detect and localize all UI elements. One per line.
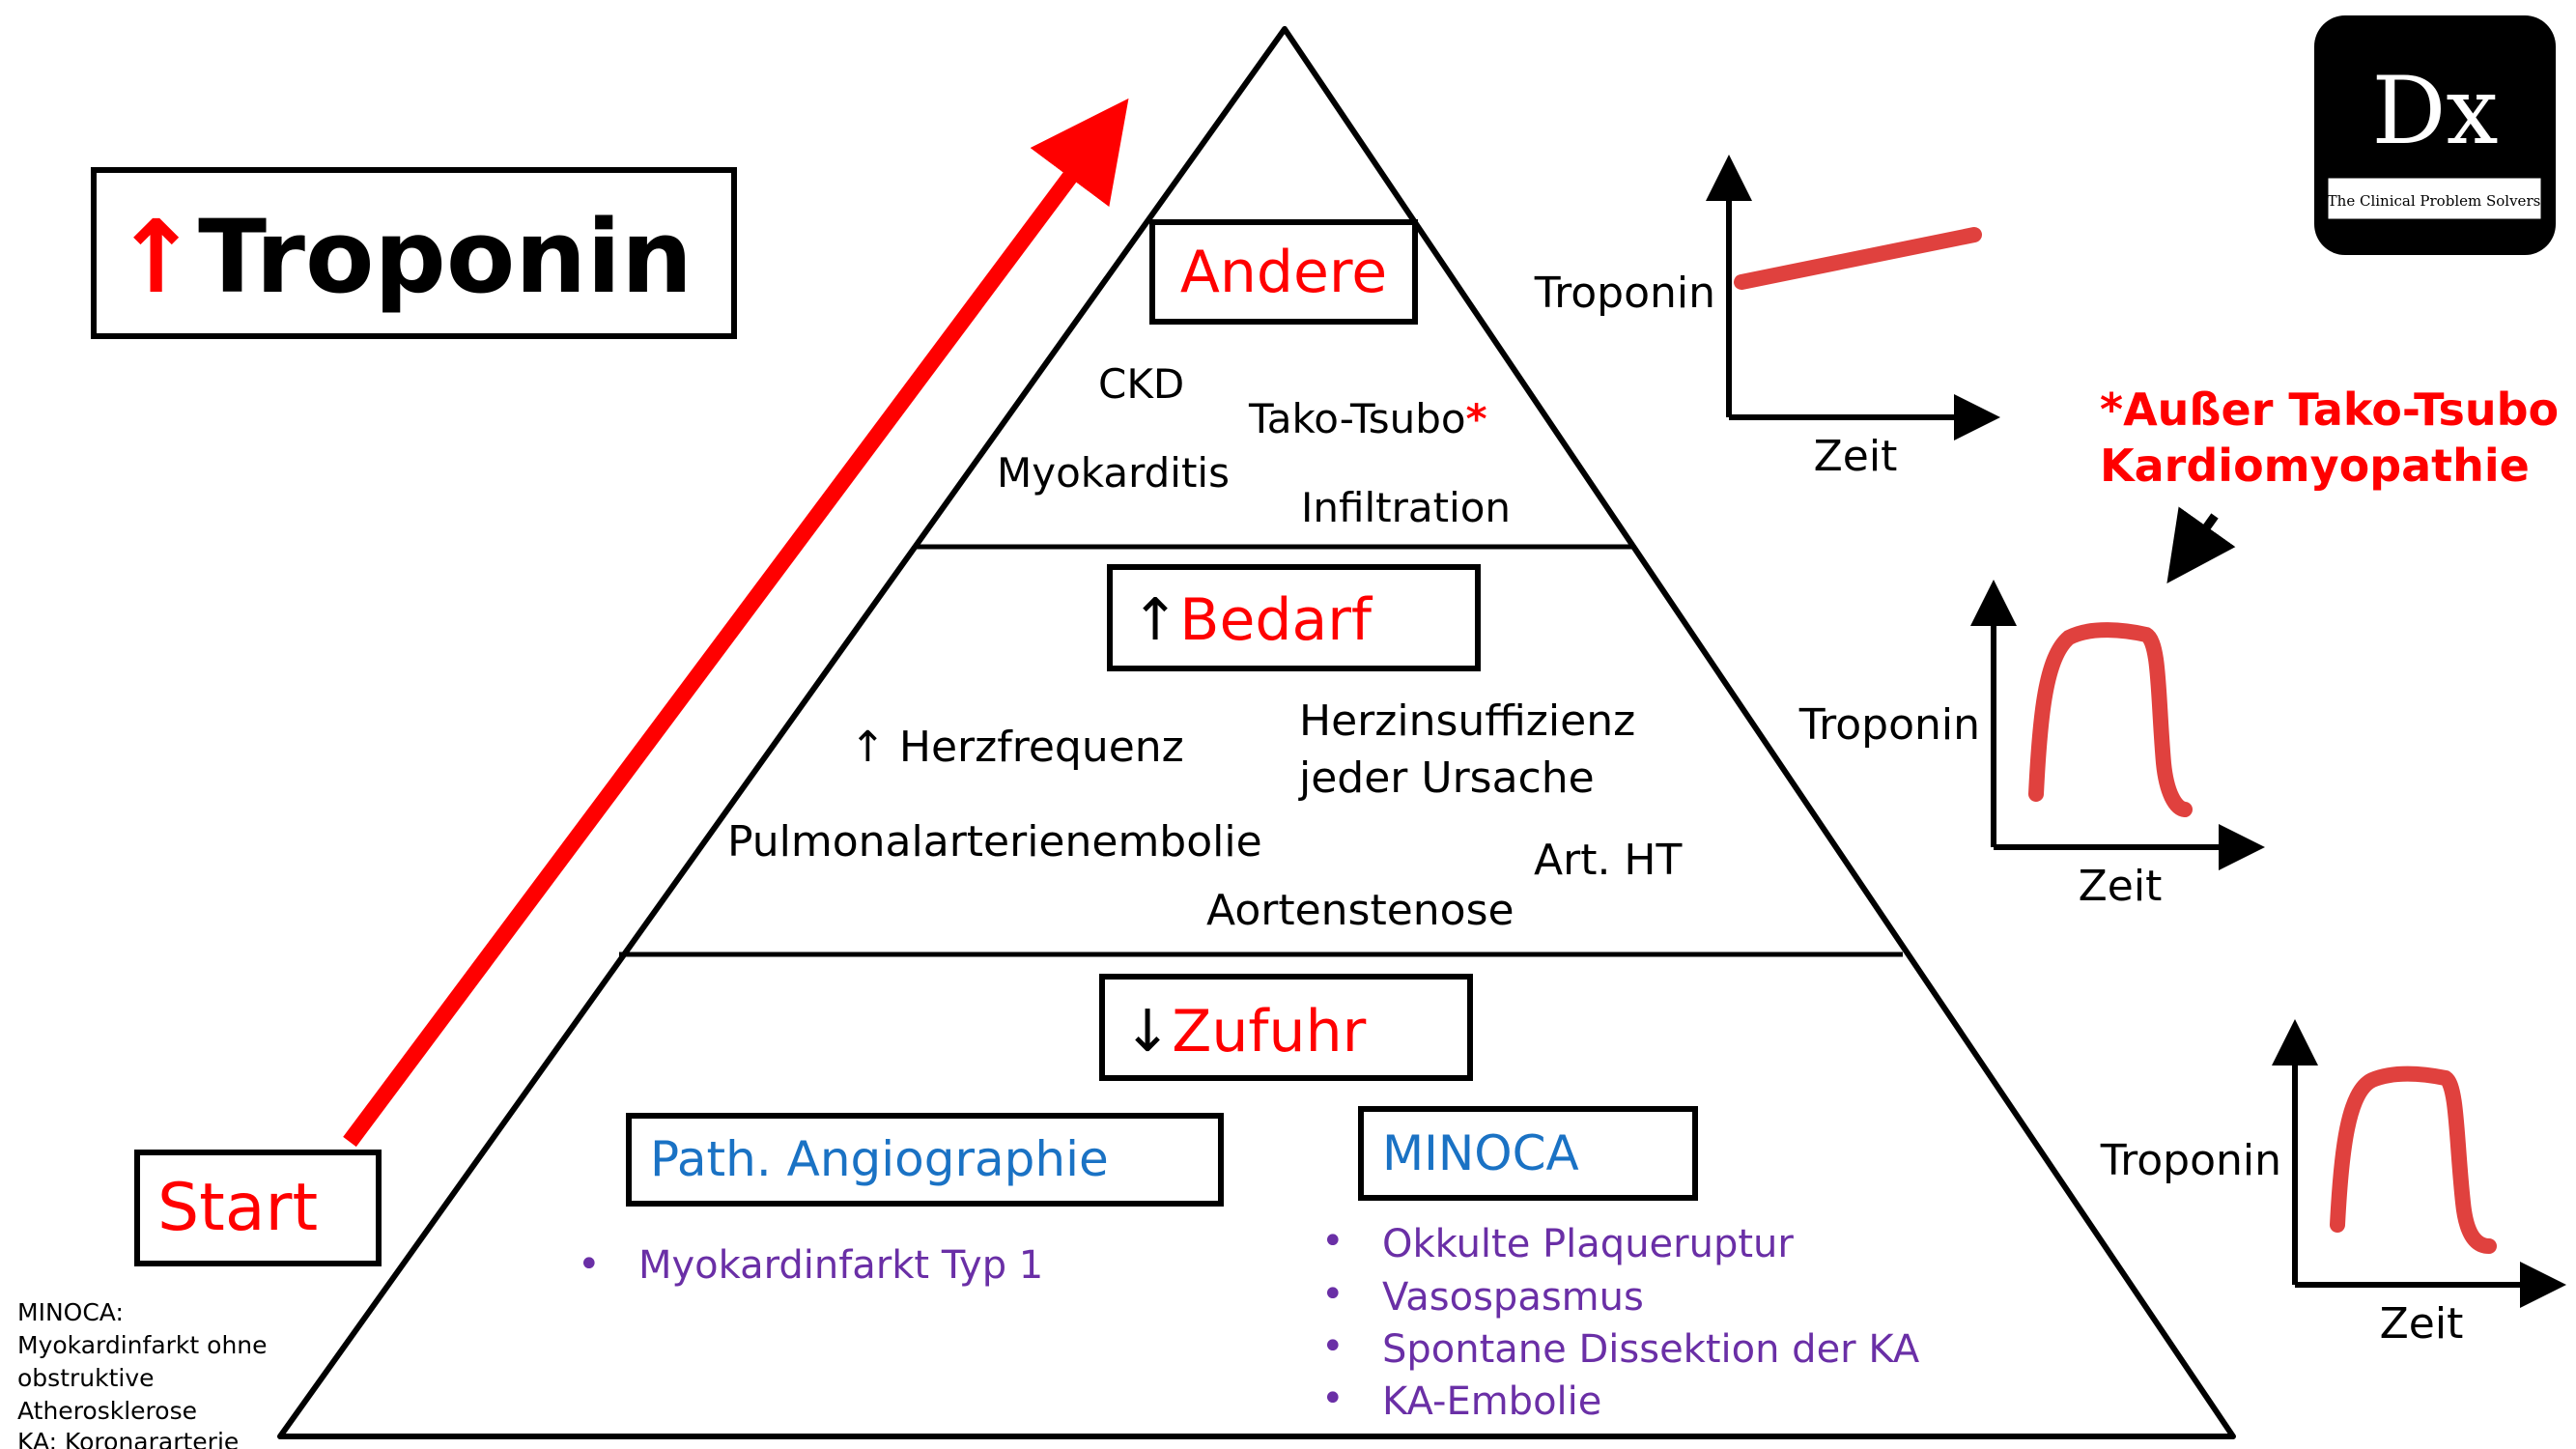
item-myokardinfarkt-typ-1: Myokardinfarkt Typ 1 <box>638 1243 1043 1288</box>
start-box: Start <box>134 1150 382 1266</box>
troponin-peak-curve <box>2330 1065 2497 1254</box>
svg-text:Tako-Tsubo*: Tako-Tsubo* <box>1248 395 1487 442</box>
svg-text:↑Herzfrequenz: ↑ Herzfrequenz <box>850 723 1184 772</box>
footnote-line: KA: Koronararterie <box>17 1428 239 1449</box>
bedarf-arrow: ↑ <box>1131 586 1179 654</box>
exception-arrow <box>2166 506 2236 584</box>
footnote-line: Myokardinfarkt ohne <box>17 1331 268 1359</box>
item-herzfrequenz: Herzfrequenz <box>899 723 1184 772</box>
start-label: Start <box>157 1170 318 1246</box>
curve-ylabel: Troponin <box>2100 1136 2281 1185</box>
item-infiltration: Infiltration <box>1301 484 1511 531</box>
item-art-ht: Art. HT <box>1534 836 1683 885</box>
tier-header-bedarf: Bedarf <box>1179 586 1373 654</box>
item-tako-tsubo: Tako-Tsubo <box>1248 395 1466 442</box>
item-myokarditis: Myokarditis <box>997 449 1230 497</box>
box-path-angiographie: Path. Angiographie <box>650 1131 1109 1187</box>
bullet: • <box>1321 1324 1345 1369</box>
footnote-line: obstruktive <box>17 1364 155 1392</box>
bullet: • <box>1321 1219 1345 1264</box>
progression-arrow <box>343 98 1129 1148</box>
exception-star: * <box>2100 384 2123 436</box>
item-lungenembolie: Pulmonalarterienembolie <box>727 817 1262 867</box>
tier-header-zufuhr: Zufuhr <box>1172 998 1366 1065</box>
bullet: • <box>578 1242 601 1287</box>
herzfrequenz-arrow: ↑ <box>850 723 886 772</box>
exception-line-1: Außer Tako-Tsubo <box>2123 384 2559 436</box>
pyramid <box>277 26 2236 1439</box>
item-ckd: CKD <box>1098 360 1184 408</box>
box-minoca: MINOCA <box>1382 1125 1579 1181</box>
tier-zufuhr: ↓Zufuhr Path. Angiographie • Myokardinfa… <box>578 974 1920 1424</box>
tier-bedarf: ↑Bedarf ↑Herzfrequenz Herzinsuffizienz j… <box>727 564 1683 935</box>
item-okkulte-plaqueruptur: Okkulte Plaqueruptur <box>1382 1222 1794 1266</box>
curve-xlabel: Zeit <box>1814 432 1898 481</box>
bullet: • <box>1321 1272 1345 1317</box>
zufuhr-arrow: ↓ <box>1123 998 1172 1065</box>
tier-andere: Andere CKD Tako-Tsubo* Myokarditis Infil… <box>997 219 1511 531</box>
logo-mark: Dx <box>2371 57 2498 165</box>
item-tako-star: * <box>1466 395 1487 442</box>
item-herzinsuffizienz: Herzinsuffizienz <box>1299 696 1635 746</box>
footnote-line: Atherosklerose <box>17 1397 197 1425</box>
logo: Dx The Clinical Problem Solvers <box>2314 15 2556 255</box>
svg-text:↑Bedarf: ↑Bedarf <box>1131 586 1373 654</box>
title-text: Troponin <box>198 198 693 316</box>
curve-ylabel: Troponin <box>1534 269 1715 318</box>
curve-xlabel: Zeit <box>2079 862 2163 911</box>
troponin-line-flat <box>1734 227 1982 290</box>
exception-line-2: Kardiomyopathie <box>2100 440 2530 492</box>
troponin-curve-bedarf: Troponin Zeit <box>1798 580 2265 911</box>
svg-text:↑Troponin: ↑Troponin <box>114 198 693 316</box>
item-vasospasmus: Vasospasmus <box>1382 1275 1644 1320</box>
footnote-line: MINOCA: <box>17 1298 124 1326</box>
item-ka-embolie: KA-Embolie <box>1382 1379 1601 1424</box>
troponin-curve-andere: Troponin Zeit <box>1534 155 2000 481</box>
bullet: • <box>1321 1377 1345 1421</box>
title-arrow: ↑ <box>114 198 198 316</box>
curve-xlabel: Zeit <box>2380 1299 2464 1349</box>
title-box: ↑Troponin <box>91 167 737 339</box>
logo-caption: The Clinical Problem Solvers <box>2328 192 2541 210</box>
svg-text:*Außer Tako-Tsubo: *Außer Tako-Tsubo <box>2100 384 2559 436</box>
troponin-curve-zufuhr: Troponin Zeit <box>2100 1019 2566 1349</box>
exception-note: *Außer Tako-Tsubo Kardiomyopathie <box>2100 384 2559 584</box>
item-aortenstenose: Aortenstenose <box>1206 886 1514 935</box>
svg-text:↓Zufuhr: ↓Zufuhr <box>1123 998 1367 1065</box>
item-herzinsuffizienz-2: jeder Ursache <box>1298 753 1595 803</box>
curve-ylabel: Troponin <box>1798 700 1980 750</box>
tier-header-andere: Andere <box>1180 239 1387 306</box>
item-spontane-dissektion: Spontane Dissektion der KA <box>1382 1327 1920 1372</box>
footnote: MINOCA: Myokardinfarkt ohne obstruktive … <box>17 1298 268 1449</box>
troponin-peak-curve <box>2028 622 2193 817</box>
